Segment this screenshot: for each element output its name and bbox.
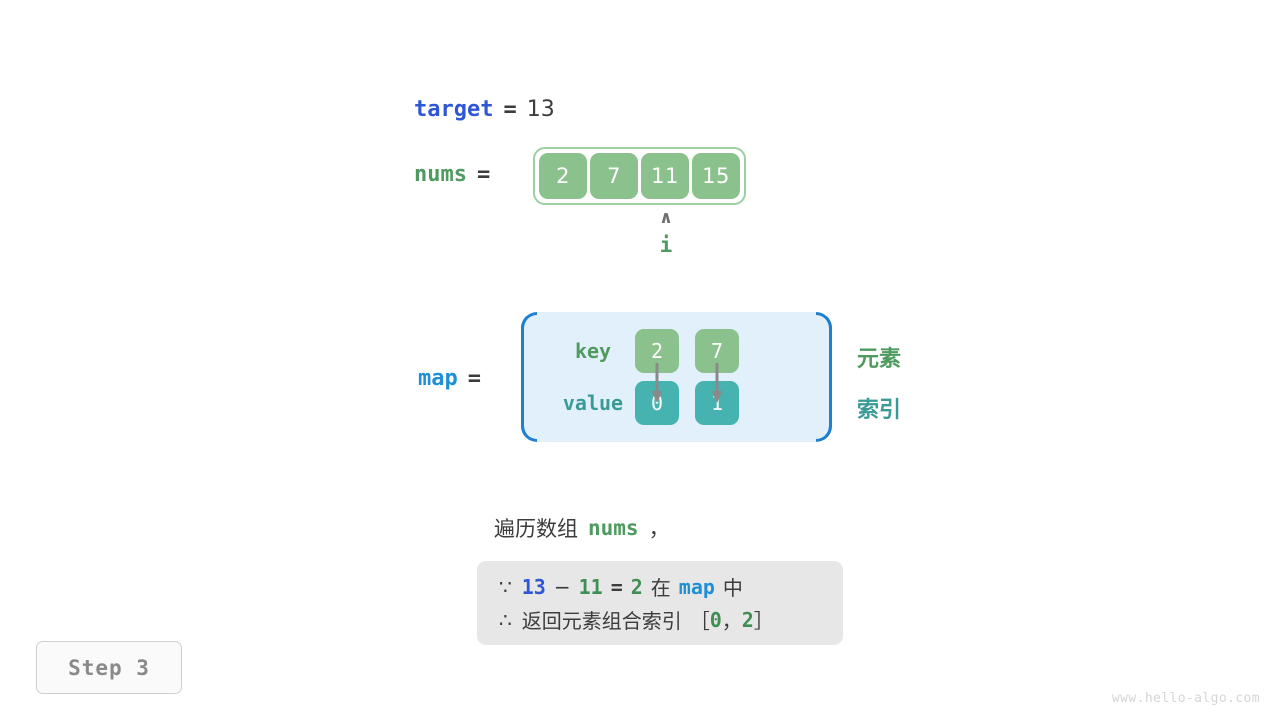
map-value-row-label: value (562, 391, 624, 415)
caption: 遍历数组 nums ， (494, 513, 670, 543)
conclusion-index-0: 0 (709, 607, 722, 632)
watermark: www.hello-algo.com (1111, 691, 1260, 706)
conclusion-result: 2 (630, 574, 643, 599)
map-value-cell-1: 1 (695, 381, 739, 425)
annotation-index: 索引 (857, 398, 902, 423)
caption-code: nums (588, 516, 639, 540)
conclusion-bracket-close: ］ (753, 609, 774, 633)
target-value: 13 (526, 96, 555, 122)
caption-prefix: 遍历数组 (494, 517, 578, 541)
annotation-element: 元素 (857, 347, 902, 372)
map-equals-sign: = (467, 365, 481, 391)
nums-array: 2 7 11 15 (533, 147, 746, 205)
conclusion-line-2: ∴ 返回元素组合索引 ［ 0 ， 2 ］ (499, 603, 821, 636)
map-variable-name: map (418, 365, 458, 391)
conclusion-bracket-open: ［ (689, 609, 710, 633)
map-key-row-label: key (574, 339, 612, 363)
nums-assignment: nums = (414, 157, 500, 191)
conclusion-operand-b: 11 (578, 574, 603, 599)
index-pointer-label: i (659, 233, 673, 257)
map-key-cell-1: 7 (695, 329, 739, 373)
nums-equals-sign: = (476, 161, 491, 187)
conclusion-index-comma: ， (721, 609, 742, 633)
conclusion-index-1: 2 (741, 607, 754, 632)
conclusion-operand-a: 13 (521, 574, 546, 599)
conclusion-box: ∵ 13 − 11 = 2 在 map 中 ∴ 返回元素组合索引 ［ 0 ， 2… (477, 561, 843, 645)
nums-cell-1: 7 (590, 153, 638, 199)
nums-cell-2: 11 (641, 153, 689, 199)
target-equals-sign: = (503, 96, 517, 122)
nums-cell-0: 2 (539, 153, 587, 199)
conclusion-within-word: 中 (722, 576, 743, 600)
index-pointer-caret-icon: ∧ (659, 208, 673, 228)
map-assignment: map = (418, 361, 491, 395)
caption-suffix: ， (648, 517, 670, 541)
conclusion-map-name: map (678, 574, 715, 599)
nums-variable-name: nums (414, 161, 467, 187)
conclusion-return-text: 返回元素组合索引 (521, 609, 682, 633)
target-variable-name: target (414, 96, 494, 122)
conclusion-equals-sign: = (610, 574, 623, 599)
target-assignment: target = 13 (414, 92, 555, 126)
nums-cell-3: 15 (692, 153, 740, 199)
conclusion-line-1: ∵ 13 − 11 = 2 在 map 中 (499, 570, 821, 603)
conclusion-minus-sign: − (553, 574, 571, 599)
conclusion-in-word: 在 (650, 576, 671, 600)
step-badge: Step 3 (36, 641, 182, 694)
because-symbol-icon: ∵ (499, 574, 512, 599)
map-key-cell-0: 2 (635, 329, 679, 373)
map-value-cell-0: 0 (635, 381, 679, 425)
therefore-symbol-icon: ∴ (499, 607, 512, 632)
